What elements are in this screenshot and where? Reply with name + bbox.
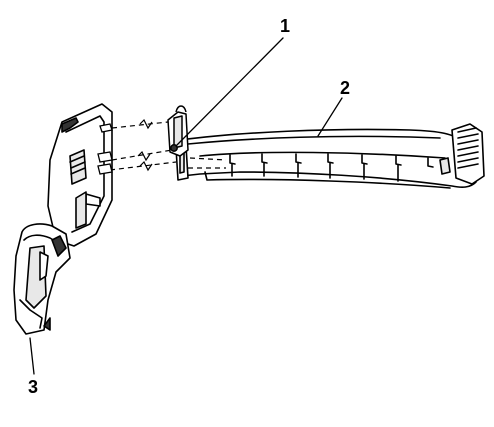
callout-label-2: 2: [340, 78, 350, 98]
leader-lines: [29, 37, 343, 375]
leader-line-1: [175, 37, 284, 147]
guide-break-markers: [137, 118, 153, 172]
assembly-guide-lines: [109, 121, 227, 171]
leader-line-3: [29, 337, 35, 375]
end-trim-panel: [13, 103, 113, 335]
callout-labels: 1 2 3: [28, 16, 350, 397]
center-bracket: [167, 105, 189, 157]
upper-trim-panel: [175, 123, 485, 189]
callout-label-1: 1: [280, 16, 290, 36]
leader-line-2: [317, 97, 343, 137]
retainer-clips: [97, 123, 113, 175]
callout-label-3: 3: [28, 377, 38, 397]
